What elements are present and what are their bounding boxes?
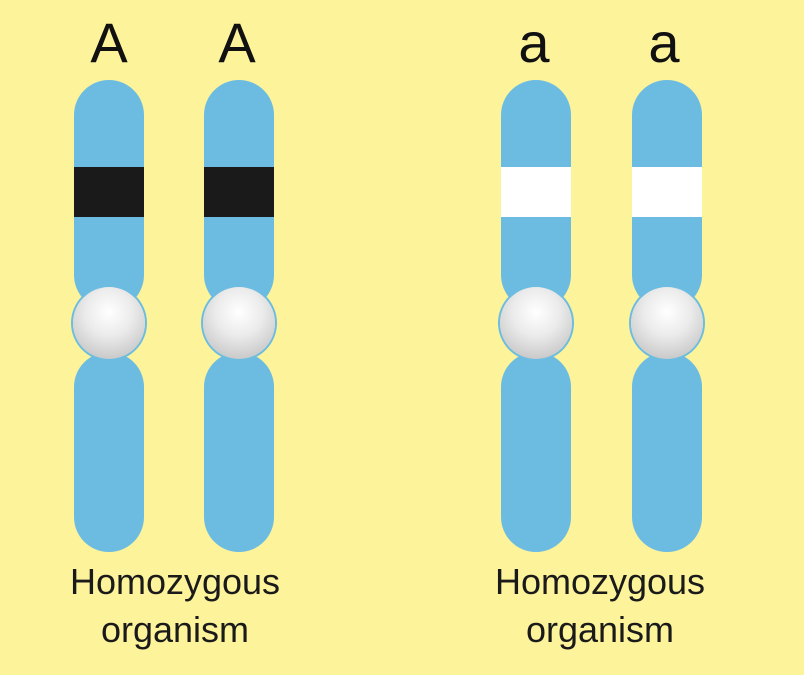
caption-line-1: Homozygous: [69, 561, 281, 602]
chromosome-right-1: [500, 80, 572, 552]
centromere: [500, 287, 572, 359]
chromosome-lower-arm: [204, 352, 274, 552]
chromosome-lower-arm: [74, 352, 144, 552]
chromosome-left-2: [203, 80, 275, 552]
chromosome-lower-arm: [632, 352, 702, 552]
chromosome-lower-arm: [501, 352, 571, 552]
caption-line-2: organism: [100, 609, 250, 650]
centromere: [631, 287, 703, 359]
dominant-allele-band: [74, 167, 144, 217]
left-chromosome-pair: A A Homozygous organism: [40, 0, 340, 675]
centromere: [73, 287, 145, 359]
caption-left: Homozygous organism: [40, 558, 310, 654]
centromere: [203, 287, 275, 359]
caption-line-1: Homozygous: [494, 561, 706, 602]
allele-label-right-1: a: [518, 11, 550, 74]
allele-label-left-1: A: [90, 11, 128, 74]
dominant-allele-band: [204, 167, 274, 217]
allele-label-right-2: a: [648, 11, 680, 74]
caption-right: Homozygous organism: [465, 558, 735, 654]
chromosome-left-1: [73, 80, 145, 552]
recessive-allele-band: [501, 167, 571, 217]
recessive-allele-band: [632, 167, 702, 217]
allele-label-left-2: A: [218, 11, 256, 74]
chromosome-right-2: [631, 80, 703, 552]
right-chromosome-pair: a a Homozygous organism: [465, 0, 765, 675]
caption-line-2: organism: [525, 609, 675, 650]
